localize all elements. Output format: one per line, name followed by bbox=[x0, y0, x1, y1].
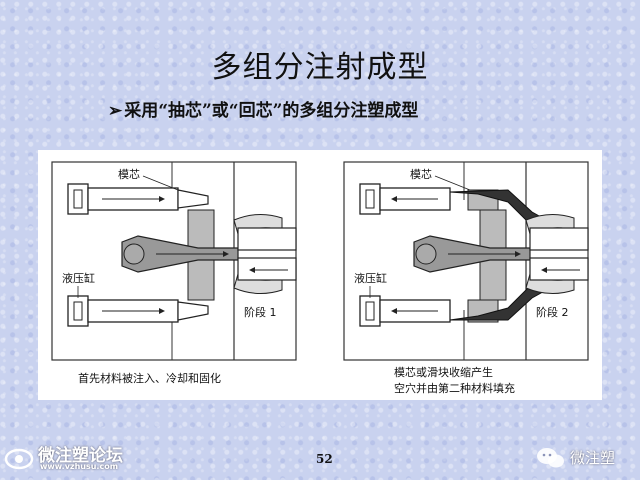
stage2-caption-line1: 模芯或滑块收缩产生 bbox=[394, 365, 493, 379]
slide-title: 多组分注射成型 bbox=[211, 50, 429, 85]
stage1-lower-cylinder bbox=[67, 295, 209, 327]
stage1-cylinder-label: 液压缸 bbox=[62, 271, 95, 285]
stage2-cylinder-label: 液压缸 bbox=[354, 271, 387, 285]
stage2-upper-cylinder bbox=[359, 183, 451, 215]
stage1-core-label: 模芯 bbox=[118, 167, 140, 181]
wechat-watermark: 微注塑 bbox=[536, 446, 636, 472]
stage2-stage-label: 阶段 2 bbox=[536, 305, 569, 319]
forum-name: 微注塑论坛 bbox=[38, 446, 123, 466]
stage1-caption: 首先材料被注入、冷却和固化 bbox=[78, 371, 221, 385]
wechat-account-name: 微注塑 bbox=[570, 449, 616, 467]
stage1-nozzle bbox=[121, 235, 239, 273]
stage1-stage-label: 阶段 1 bbox=[244, 305, 277, 319]
stage1-upper-cylinder bbox=[67, 183, 209, 215]
slide-subtitle: ➢采用“抽芯”或“回芯”的多组分注塑成型 bbox=[108, 96, 418, 121]
forum-logo-icon bbox=[4, 448, 34, 470]
forum-watermark: 微注塑论坛 www.vzhusu.com bbox=[4, 440, 164, 474]
stage1-panel: 模芯 液压缸 阶段 1 首先材料被注入、冷却和固化 bbox=[51, 161, 297, 385]
mold-diagram-figure: 模芯 液压缸 阶段 1 首先材料被注入、冷却和固化 bbox=[38, 150, 602, 400]
stage2-core-label: 模芯 bbox=[410, 167, 432, 181]
forum-url: www.vzhusu.com bbox=[40, 462, 119, 471]
stage2-nozzle bbox=[413, 235, 531, 273]
bullet-arrow-icon: ➢ bbox=[108, 101, 123, 121]
mold-diagram-svg: 模芯 液压缸 阶段 1 首先材料被注入、冷却和固化 bbox=[51, 161, 589, 395]
page-number: 52 bbox=[316, 452, 333, 466]
subtitle-text: 采用“抽芯”或“回芯”的多组分注塑成型 bbox=[124, 101, 419, 121]
stage2-lower-cylinder bbox=[359, 295, 451, 327]
stage2-caption-line2: 空穴并由第二种材料填充 bbox=[394, 381, 515, 395]
wechat-icon bbox=[537, 448, 564, 468]
stage2-panel: 模芯 液压缸 阶段 2 模芯或滑块收缩产生 空穴并由第二种材料填充 bbox=[343, 161, 589, 395]
